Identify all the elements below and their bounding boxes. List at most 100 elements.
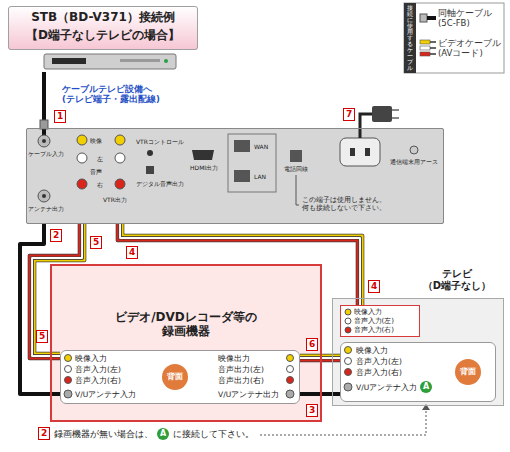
inlet-slot [350, 148, 355, 156]
text-slot: 音声入力(左) [75, 365, 121, 374]
terminal-label: アンテナ出力 [28, 205, 64, 212]
cable-core [300, 392, 340, 396]
callout-number: 2 [50, 229, 62, 242]
coax-pin [42, 194, 46, 198]
rca-jack [287, 377, 294, 384]
footnote-text: に接続して下さい。 [173, 429, 254, 440]
text-slot: 電話回線 [284, 165, 308, 172]
coax-jack [286, 390, 294, 398]
text-slot: 背面 [162, 364, 188, 390]
plug-prong [392, 109, 399, 111]
power-plug [372, 106, 392, 122]
text-slot: 2 [38, 427, 50, 440]
terminal-marker: A [157, 428, 169, 440]
callout-number: 1 [54, 110, 66, 123]
text-slot: ビデオケーブル (AVコード) [438, 38, 504, 58]
text-slot: 音声入力(右) [356, 368, 402, 377]
terminal-label: 音声入力(右) [75, 376, 121, 385]
text-slot: 映像出力 [218, 354, 250, 363]
terminal-label: 映像入力 [356, 346, 388, 355]
terminal-label: 音声出力(左) [218, 365, 264, 374]
terminal-label: WAN [254, 143, 268, 150]
text-slot: 5 [36, 330, 48, 343]
marker-letter: A [423, 383, 429, 391]
recorder-box: ビデオ/DVDレコーダ等の 録画機器映像入力音声入力(左)音声入力(右)V/Uア… [50, 264, 322, 422]
text-slot: 4 [126, 246, 138, 259]
phone-jack [290, 150, 302, 162]
rear-badge: 背面 [162, 364, 188, 390]
terminal-label: 映像入力 [354, 308, 382, 316]
stb-display [52, 58, 86, 64]
tv-box-fill [332, 298, 504, 406]
rca-sample [420, 52, 430, 56]
rca-jack [345, 309, 351, 315]
text-slot: 接続に使用するケーブル [407, 5, 413, 72]
subtitle-line: 【D端子なしテレビの場合】 [9, 28, 197, 42]
callout-number: 2 [38, 427, 50, 440]
text-slot: デジタル音声出力 [136, 180, 184, 187]
text-slot: 録画機器が無い場合は、 [54, 429, 153, 440]
text-slot: 【D端子なしテレビの場合】 [9, 28, 197, 42]
rca-jack [65, 377, 72, 384]
terminal-label: 映像 [90, 137, 102, 144]
terminal-label: 音声入力(左) [354, 317, 394, 325]
text-slot: 背面 [455, 359, 481, 385]
tv-rear-panel: 映像入力音声入力(左)音声入力(右)V/Uアンテナ入力A背面 [340, 342, 496, 402]
text-slot: 4 [368, 280, 380, 293]
text-slot: ケーブルテレビ設備へ (テレビ端子・露出配線) [62, 84, 172, 104]
coax-sample-plug [420, 14, 427, 22]
text-slot: ビデオ/DVDレコーダ等の 録画機器 [110, 310, 262, 339]
terminal-label: 右 [97, 181, 103, 188]
callout-number: 5 [36, 330, 48, 343]
terminal-label: 音声入力(右) [356, 368, 402, 377]
rca-jack [115, 135, 125, 145]
text-slot: 同軸ケーブル (5C-FB) [438, 8, 504, 28]
terminal-label: 音声入力(右) [354, 326, 394, 334]
destination-note: ケーブルテレビ設備へ (テレビ端子・露出配線) [62, 84, 172, 104]
rear-badge-fill [162, 364, 188, 390]
terminal-label: 映像入力 [75, 354, 107, 363]
rca-sample-wire [430, 47, 436, 49]
rca-jack [115, 153, 125, 163]
rear-badge: 背面 [455, 359, 481, 385]
text-slot: 映像入力 [356, 346, 388, 355]
terminal-note: この端子は使用しません。 何も接続しないで下さい。 [302, 196, 402, 213]
text-slot: 2 [50, 229, 62, 242]
terminal-label: LAN [254, 173, 266, 180]
text-slot: HDMI出力 [190, 164, 218, 171]
earth-terminal [410, 146, 418, 154]
text-slot: A [157, 428, 169, 440]
text-slot: 音声入力(左) [356, 357, 402, 366]
rear-badge-fill [455, 359, 481, 385]
rca-jack [345, 369, 352, 376]
callout-number: 6 [306, 338, 318, 351]
inlet-slot [365, 148, 370, 156]
text-slot: 映像入力 [354, 308, 382, 316]
stb-rear-panel-fill [26, 128, 444, 224]
rca-jack [65, 355, 72, 362]
text-slot: 7 [343, 108, 355, 121]
terminal-label: HDMI出力 [190, 164, 218, 171]
terminal-label: VTRコントロール [136, 138, 184, 145]
terminal-label: 左 [97, 155, 103, 162]
cable-core [20, 224, 60, 394]
terminal-marker-fill [157, 428, 169, 440]
terminal-label: VTR出力 [103, 196, 127, 203]
av-cable [300, 355, 340, 360]
plug-prong [392, 117, 399, 119]
recorder-rear-panel: 映像入力音声入力(左)音声入力(右)V/Uアンテナ入力映像出力音声出力(左)音声… [60, 350, 300, 404]
text-slot: 音声出力(右) [218, 376, 264, 385]
rear-label: 背面 [167, 373, 183, 381]
callout-number: 3 [306, 404, 318, 417]
callout-number: 5 [90, 236, 102, 249]
device-name: テレビ （D端子なし） [412, 268, 502, 292]
stb-front [44, 54, 176, 69]
rca-sample-wire [430, 53, 436, 55]
text-slot: 1 [54, 110, 66, 123]
text-slot: に接続して下さい。 [173, 429, 254, 440]
terminal-label: 音声出力(右) [218, 376, 264, 385]
legend-frame [404, 3, 504, 73]
coax-jack [64, 390, 72, 398]
rca-jack [287, 355, 294, 362]
